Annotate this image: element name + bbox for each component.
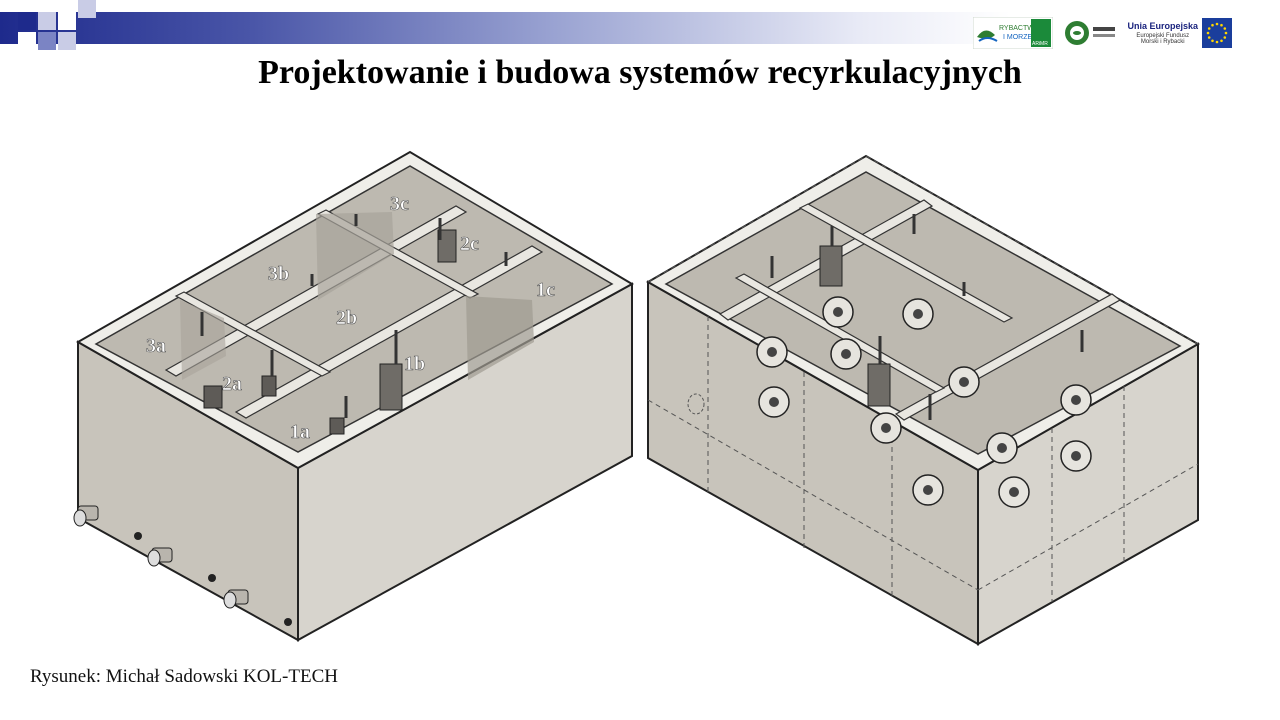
decor-square (58, 12, 76, 30)
efmr-logo (1063, 17, 1117, 49)
label-2c: 2c (460, 233, 479, 255)
label-3c: 3c (390, 193, 409, 215)
label-3b: 3b (268, 263, 289, 285)
ue-logo: Unia Europejska Europejski Fundusz Morsk… (1127, 18, 1232, 48)
rybactwo-text-1: RYBACTWO (999, 25, 1040, 32)
header-gradient-bar (0, 12, 1010, 44)
ue-title: Unia Europejska (1127, 20, 1198, 31)
drawing-credit: Rysunek: Michał Sadowski KOL-TECH (30, 666, 338, 687)
decor-square (38, 12, 56, 30)
decor-square (78, 0, 96, 18)
decor-square (18, 12, 36, 30)
rybactwo-logo-icon: RYBACTWO I MORZE ARiMR (973, 17, 1054, 49)
label-2a: 2a (222, 373, 242, 395)
sponsor-logos: RYBACTWO I MORZE ARiMR Unia Europejska E… (973, 16, 1232, 50)
decor-square (38, 32, 56, 50)
slide-title: Projektowanie i budowa systemów recyrkul… (258, 54, 1022, 91)
label-2b: 2b (336, 307, 357, 329)
rybactwo-text-2: I MORZE (1003, 34, 1032, 41)
rybactwo-logo: RYBACTWO I MORZE ARiMR (973, 17, 1054, 49)
left-tank-pipes (73, 505, 292, 626)
arimr-text: ARiMR (1032, 41, 1048, 47)
eu-flag-icon (1202, 18, 1232, 48)
left-tank: 1a 1b 1c 2a 2b 2c 3a 3b 3c (73, 150, 635, 642)
ue-fund-line1: Europejski Fundusz (1136, 32, 1190, 39)
label-1c: 1c (536, 279, 555, 301)
ue-fund-line2: Morski i Rybacki (1140, 38, 1185, 45)
left-tank-cavity (94, 165, 614, 453)
decor-square (18, 32, 36, 50)
decor-square (58, 32, 76, 50)
label-1b: 1b (404, 353, 425, 375)
label-3a: 3a (146, 335, 166, 357)
fish-circle-icon (1065, 21, 1116, 45)
right-tank (645, 154, 1201, 646)
label-1a: 1a (290, 421, 310, 443)
